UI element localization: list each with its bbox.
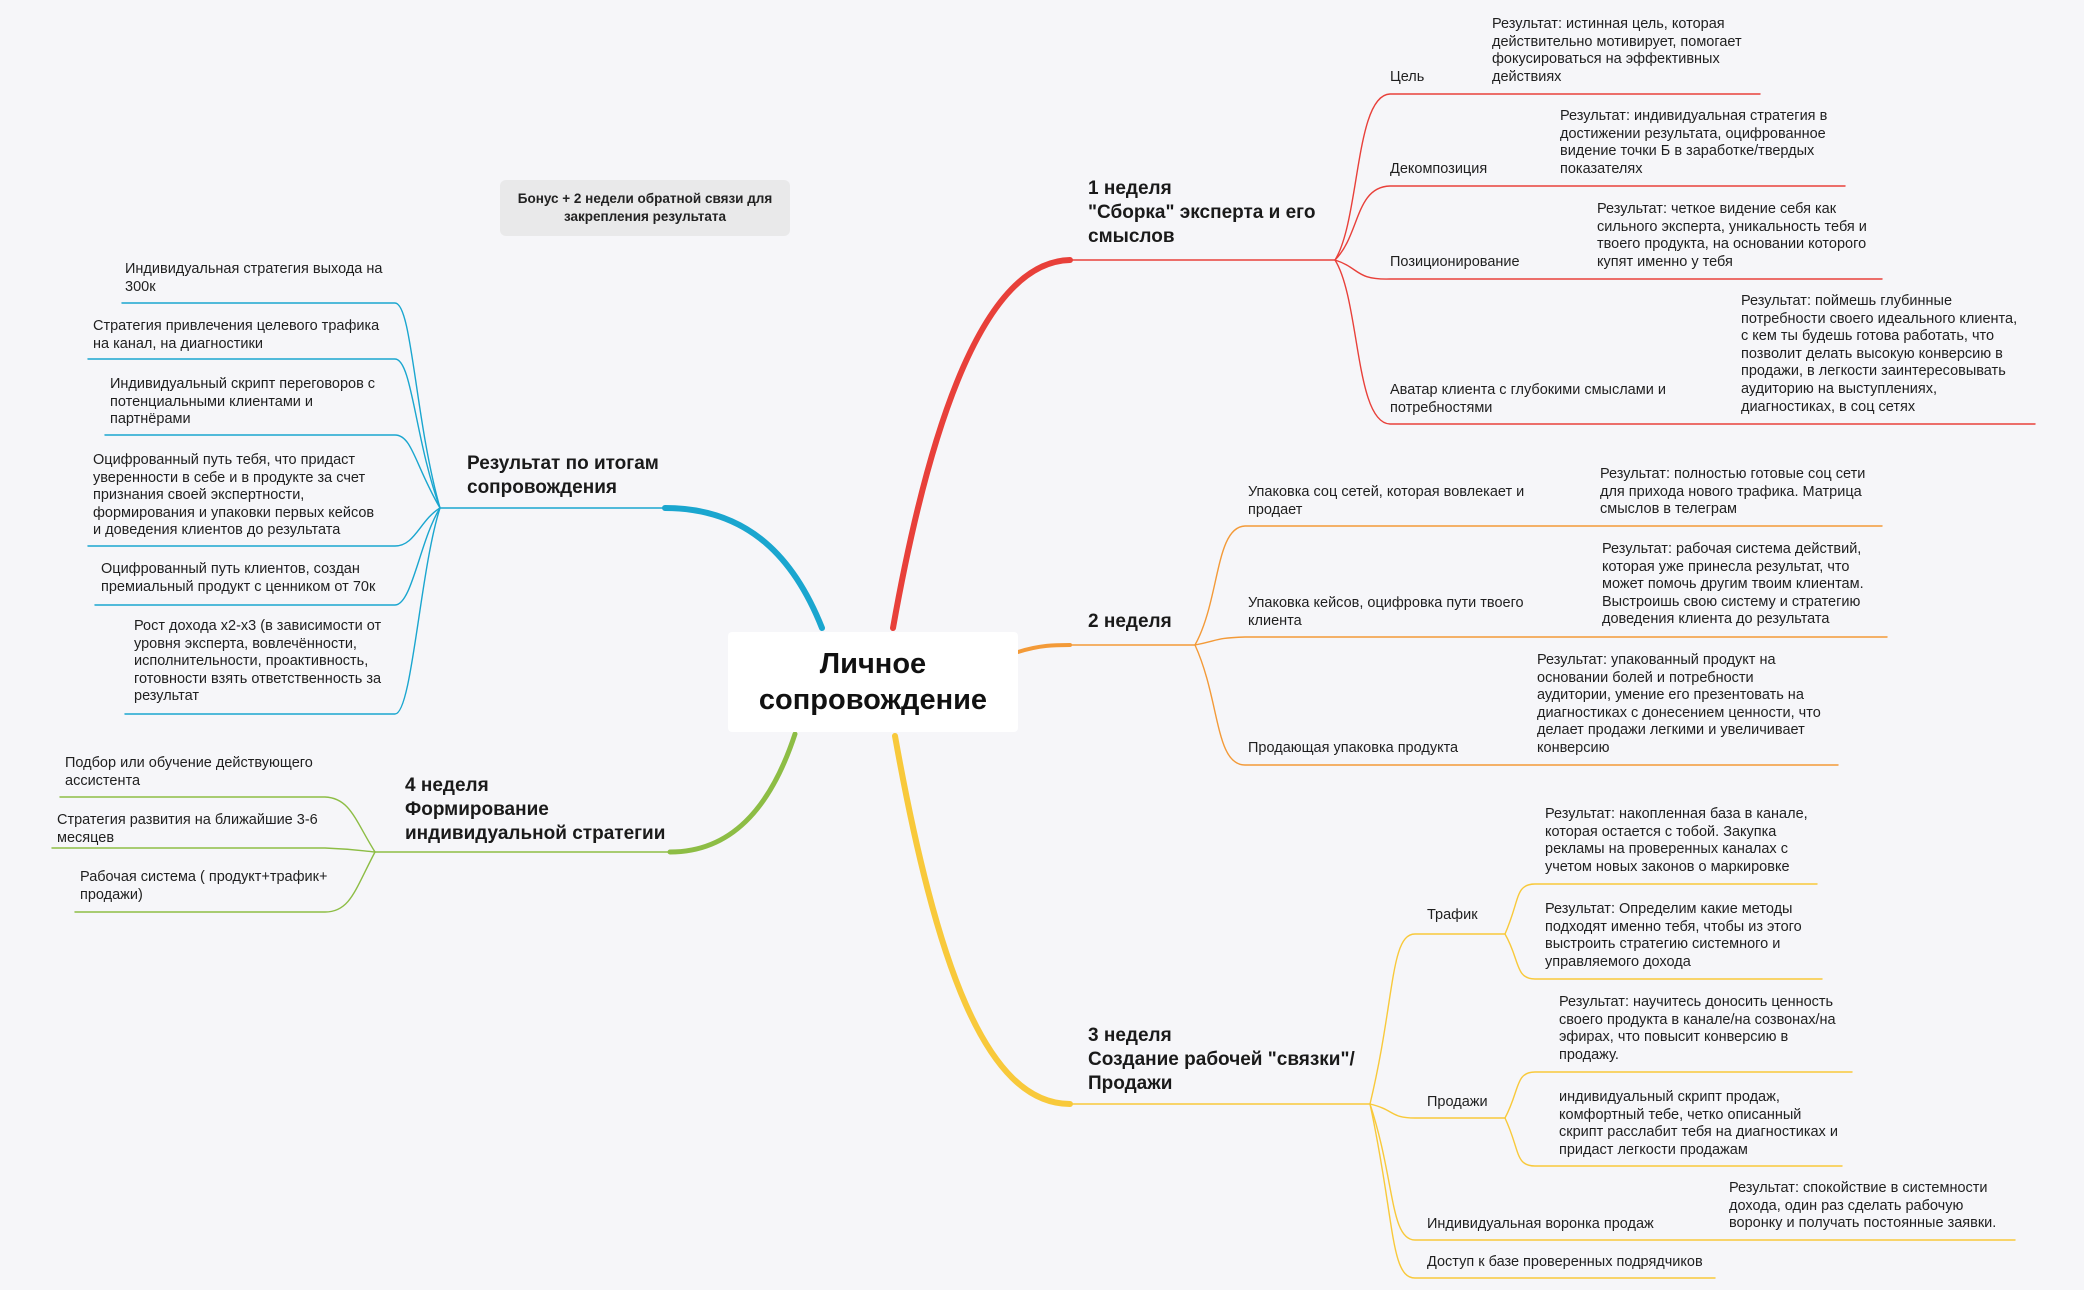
week2-item-label[interactable]: Упаковка соц сетей, которая вовлекает и … — [1248, 484, 1525, 518]
results-item[interactable]: Индивидуальный скрипт переговоров с поте… — [110, 376, 376, 428]
week1-item-label[interactable]: Декомпозиция — [1390, 161, 1488, 177]
week2-item-label[interactable]: Упаковка кейсов, оцифровка пути твоего к… — [1248, 595, 1524, 629]
week4-item[interactable]: Стратегия развития на ближайшие 3-6 меся… — [57, 812, 318, 846]
branch-results — [662, 505, 825, 631]
week2-title[interactable]: 2 неделя — [1088, 611, 1172, 632]
week3-funnel-result: Результат: спокойствие в системности дох… — [1729, 1180, 1997, 1232]
branch-week1 — [890, 257, 1073, 631]
week3-traffic-result: Результат: Определим какие методы подход… — [1545, 901, 1802, 970]
week2-item-label[interactable]: Продающая упаковка продукта — [1248, 740, 1459, 756]
week3-funnel-label[interactable]: Индивидуальная воронка продаж — [1427, 1216, 1654, 1232]
week1-item-label[interactable]: Цель — [1390, 69, 1425, 85]
week1-item-label[interactable]: Аватар клиента с глубокими смыслами и по… — [1390, 382, 1666, 416]
central-topic[interactable]: Личное сопровождение — [728, 632, 1018, 732]
results-item[interactable]: Оцифрованный путь клиентов, создан преми… — [101, 561, 376, 595]
week1-title[interactable]: 1 неделя "Сборка" эксперта и его смыслов — [1088, 178, 1316, 247]
week4-title[interactable]: 4 неделя Формирование индивидуальной стр… — [405, 775, 666, 844]
results-item[interactable]: Индивидуальная стратегия выхода на 300к — [125, 261, 383, 295]
branch-week2 — [1016, 643, 1072, 654]
week3-traffic-label[interactable]: Трафик — [1427, 907, 1478, 923]
week1-item-result: Результат: четкое видение себя как сильн… — [1597, 201, 1867, 270]
results-item[interactable]: Рост дохода х2-х3 (в зависимости от уров… — [134, 618, 382, 705]
week3-sales-label[interactable]: Продажи — [1427, 1094, 1488, 1110]
results-item[interactable]: Оцифрованный путь тебя, что придаст увер… — [93, 452, 375, 539]
week1-item-label[interactable]: Позиционирование — [1390, 254, 1520, 270]
branch-week4 — [667, 731, 798, 855]
week1-item-result: Результат: поймешь глубинные потребности… — [1741, 293, 2018, 415]
week3-title[interactable]: 3 неделя Создание рабочей "связки"/ Прод… — [1088, 1025, 1355, 1094]
week3-traffic-result: Результат: накопленная база в канале, ко… — [1545, 806, 1808, 875]
week4-item[interactable]: Рабочая система ( продукт+трафик+ продаж… — [80, 869, 328, 903]
week1-item-result: Результат: истинная цель, которая действ… — [1492, 16, 1742, 85]
week2-item-result: Результат: рабочая система действий, кот… — [1602, 541, 1864, 628]
week2-item-result: Результат: полностью готовые соц сети дл… — [1600, 466, 1866, 518]
week1-item-result: Результат: индивидуальная стратегия в до… — [1560, 108, 1828, 177]
results-title[interactable]: Результат по итогам сопровождения — [467, 453, 659, 498]
week3-contractors-label[interactable]: Доступ к базе проверенных подрядчиков — [1427, 1254, 1703, 1270]
results-item[interactable]: Стратегия привлечения целевого трафика н… — [93, 318, 380, 352]
week3-sales-result: Результат: научитесь доносить ценность с… — [1559, 994, 1836, 1063]
week3-sales-result: индивидуальный скрипт продаж, комфортный… — [1559, 1089, 1838, 1158]
week2-item-result: Результат: упакованный продукт на основа… — [1537, 652, 1821, 756]
bonus-note[interactable]: Бонус + 2 недели обратной связи для закр… — [500, 180, 790, 236]
branch-week3 — [892, 733, 1073, 1107]
week4-item[interactable]: Подбор или обучение действующего ассисте… — [65, 755, 313, 789]
